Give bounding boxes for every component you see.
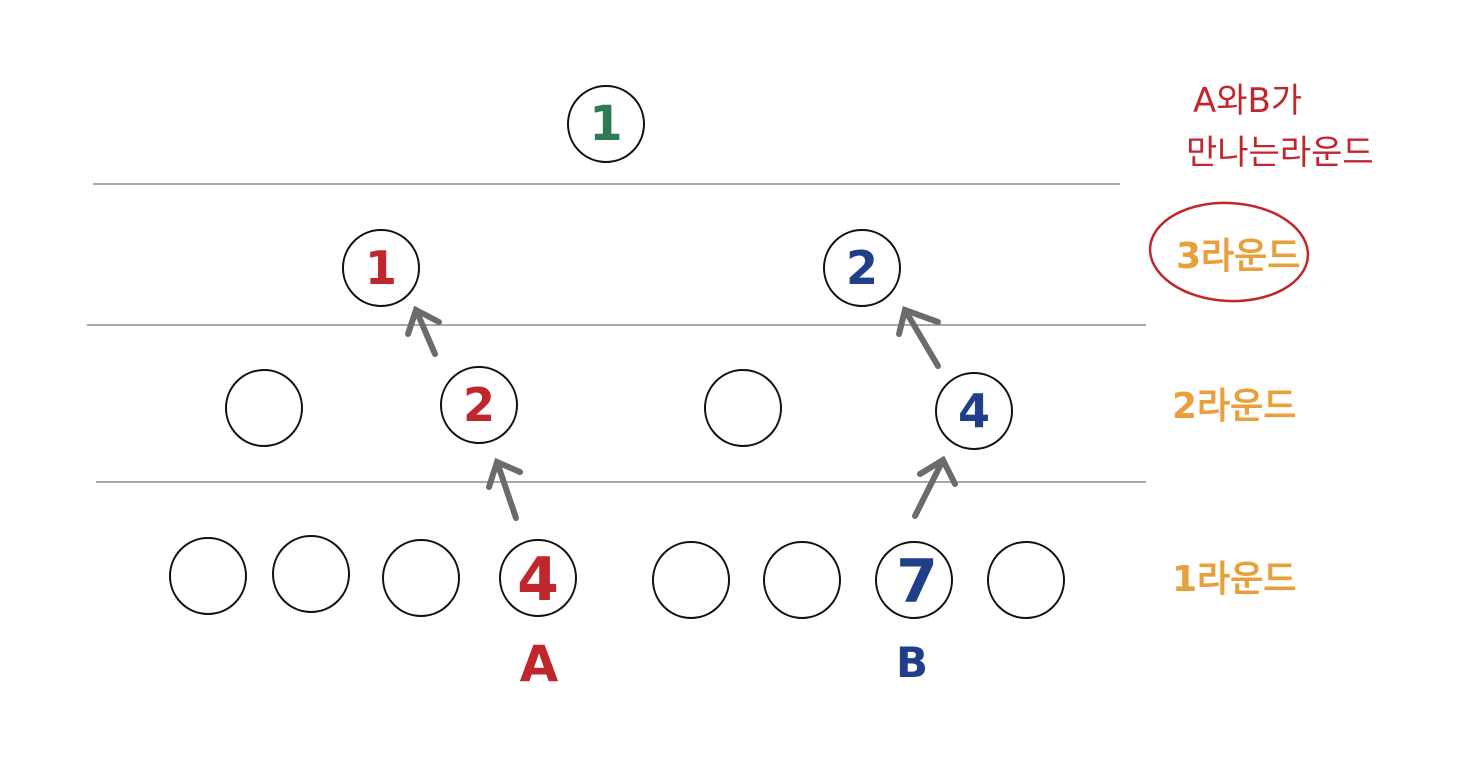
meet-round-caption-line2: 만나는라운드	[1186, 133, 1374, 173]
round3-node-1-label: 1	[365, 241, 397, 295]
round3-node-2-label: 2	[846, 241, 878, 295]
arrow-a-round1-to-round2	[486, 457, 523, 521]
round1-node-7-label: 7	[896, 547, 938, 617]
arrow-a-round2-to-round3	[405, 305, 442, 357]
final-node-label: 1	[589, 96, 622, 152]
round2-node-2-label: 2	[463, 378, 495, 432]
meet-round-caption-line1: A와B가	[1193, 81, 1302, 121]
round3-label: 3라운드	[1176, 236, 1300, 277]
round2-node-1	[225, 369, 303, 447]
round2-node-4-label: 4	[958, 384, 990, 438]
round2-label: 2라운드	[1172, 386, 1296, 427]
round2-node-3	[704, 369, 782, 447]
round1-node-7: 7	[875, 541, 953, 619]
round1-node-4: 4	[499, 539, 577, 617]
arrow-b-round2-to-round3	[896, 306, 941, 369]
round1-node-4-label: 4	[517, 545, 559, 615]
round3-node-1: 1	[342, 229, 420, 307]
round1-label: 1라운드	[1172, 559, 1296, 600]
round1-node-1	[169, 537, 247, 615]
round3-node-2: 2	[823, 229, 901, 307]
round1-node-6	[763, 541, 841, 619]
final-node: 1	[567, 85, 645, 163]
round3-highlight-circle	[1148, 201, 1310, 303]
round1-node-5	[652, 541, 730, 619]
round2-node-4: 4	[935, 372, 1013, 450]
player-b-label: B	[896, 638, 928, 687]
player-a-label: A	[520, 635, 559, 693]
arrow-b-round1-to-round2	[912, 455, 958, 519]
round1-node-3	[382, 539, 460, 617]
round1-node-8	[987, 541, 1065, 619]
round1-node-2	[272, 535, 350, 613]
round2-node-2: 2	[440, 366, 518, 444]
